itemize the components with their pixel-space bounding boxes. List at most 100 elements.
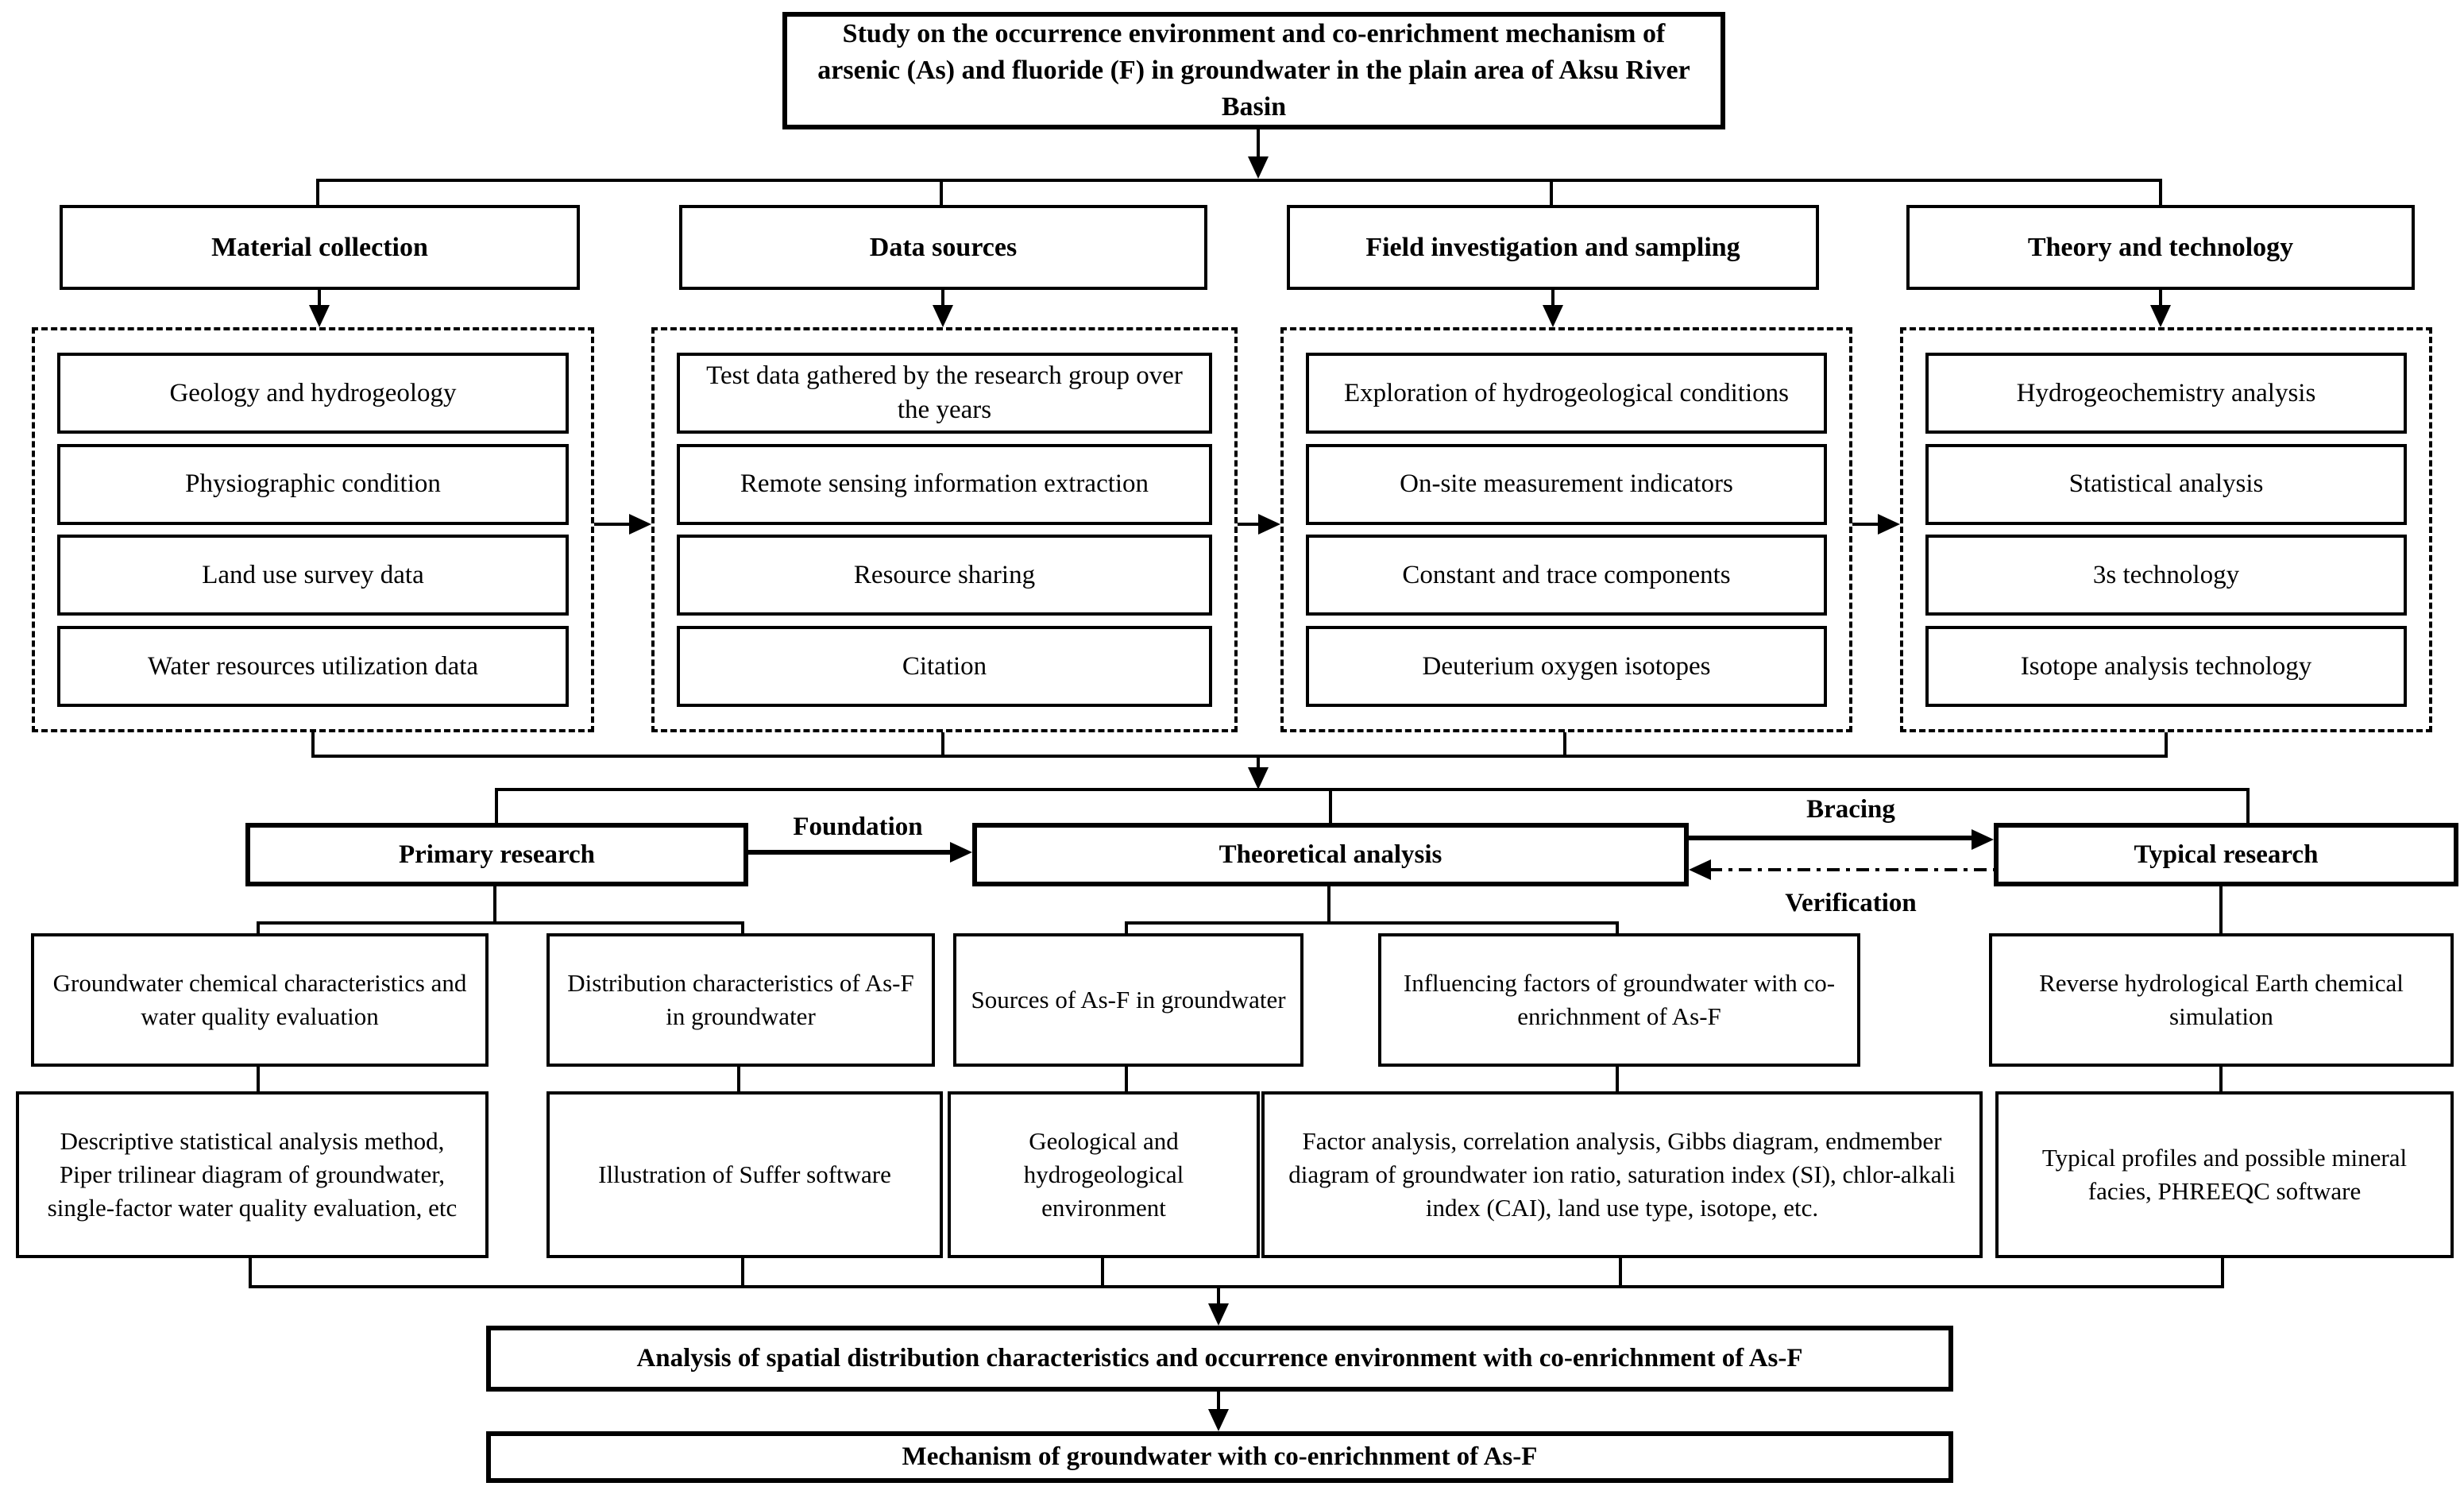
connector-theoretical-down [1327,886,1330,923]
connector-top-distribution-line [316,179,2162,182]
arrowhead-group3-group4 [1878,514,1900,535]
connector-group2-down [941,732,944,758]
connector-topic3-method3 [1125,1067,1128,1091]
connector-primary-down [493,886,496,923]
bracing-label: Bracing [1806,795,1895,824]
arrowhead-collector-down [1248,767,1269,790]
connector-collector-down [1257,758,1260,769]
arrowhead-header1-down [309,305,330,327]
connector-method5-down [2221,1258,2224,1288]
item-resource-sharing: Resource sharing [677,535,1212,616]
topic-sources-asf: Sources of As-F in groundwater [953,933,1303,1067]
arrowhead-analysis-down [1208,1303,1229,1326]
header-material-collection: Material collection [60,205,580,290]
group-field-investigation: Exploration of hydrogeological condition… [1280,327,1852,732]
arrowhead-foundation [950,842,972,863]
connector-stub-header-3 [1550,179,1553,205]
connector-primary-child2 [741,921,744,933]
connector-stub-header-2 [940,179,943,205]
connector-method4-down [1619,1258,1622,1288]
connector-verification-arrow [1709,868,1994,871]
connector-group3-down [1563,732,1566,758]
method-typical-profiles: Typical profiles and possible mineral fa… [1995,1091,2454,1258]
arrowhead-group2-group3 [1258,514,1280,535]
connector-topic1-method1 [257,1067,260,1091]
connector-group4-down [2165,732,2168,758]
connector-collector-line-lower [249,1285,2224,1288]
connector-theoretical-branch-bar [1125,921,1619,925]
arrowhead-header2-down [933,305,953,327]
connector-topic2-method2 [737,1067,740,1091]
header-field-investigation: Field investigation and sampling [1287,205,1819,290]
connector-header2-down [941,290,944,307]
connector-group1-down [311,732,315,758]
header-data-sources: Data sources [679,205,1207,290]
method-factor-analysis: Factor analysis, correlation analysis, G… [1261,1091,1983,1258]
arrowhead-bracing [1972,829,1994,850]
arrowhead-header3-down [1543,305,1563,327]
method-descriptive-statistical: Descriptive statistical analysis method,… [16,1091,489,1258]
item-geology-hydrogeology: Geology and hydrogeology [57,353,569,434]
item-statistical-analysis: Statistical analysis [1925,443,2407,525]
connector-typical-down [2219,886,2223,933]
item-test-data: Test data gathered by the research group… [677,353,1212,434]
connector-method1-down [249,1258,252,1288]
topic-groundwater-chemical: Groundwater chemical characteristics and… [31,933,489,1067]
connector-foundation-arrow [748,850,952,855]
connector-header3-down [1551,290,1554,307]
item-isotope-analysis: Isotope analysis technology [1925,625,2407,707]
item-land-use-survey: Land use survey data [57,535,569,616]
topic-reverse-hydrological: Reverse hydrological Earth chemical simu… [1989,933,2454,1067]
connector-method2-down [741,1258,744,1288]
connector-mid-distribution-line [495,788,2250,791]
typical-research-box: Typical research [1994,823,2458,886]
arrowhead-group1-group2 [629,514,651,535]
group-material-collection: Geology and hydrogeology Physiographic c… [32,327,594,732]
connector-theoretical-child1 [1125,921,1128,933]
connector-topic5-method5 [2219,1067,2223,1091]
method-geological-environment: Geological and hydrogeological environme… [948,1091,1260,1258]
item-hydrogeochemistry-analysis: Hydrogeochemistry analysis [1925,353,2407,434]
item-onsite-measurement: On-site measurement indicators [1306,443,1827,525]
connector-title-vline [1257,129,1260,157]
topic-distribution-characteristics: Distribution characteristics of As-F in … [546,933,935,1067]
connector-primary-child1 [257,921,260,933]
connector-primary-branch-bar [257,921,744,925]
title-box: Study on the occurrence environment and … [782,12,1725,129]
primary-research-box: Primary research [245,823,748,886]
connector-bracing-arrow [1689,836,1973,840]
verification-label: Verification [1785,889,1917,917]
theoretical-analysis-box: Theoretical analysis [972,823,1689,886]
topic-influencing-factors: Influencing factors of groundwater with … [1378,933,1860,1067]
connector-stub-primary [495,788,498,823]
connector-group1-group2 [594,523,631,526]
connector-header1-down [318,290,321,307]
arrowhead-mechanism-down [1208,1409,1229,1431]
connector-theoretical-child2 [1616,921,1619,933]
connector-analysis-down [1217,1285,1220,1305]
connector-group2-group3 [1238,523,1260,526]
item-water-resources-utilization: Water resources utilization data [57,625,569,707]
arrowhead-header4-down [2150,305,2171,327]
method-suffer-software: Illustration of Suffer software [546,1091,943,1258]
header-theory-technology: Theory and technology [1906,205,2415,290]
group-data-sources: Test data gathered by the research group… [651,327,1238,732]
connector-stub-header-1 [316,179,319,205]
connector-stub-theoretical [1329,788,1332,823]
arrowhead-title-down [1248,156,1269,179]
analysis-spatial-box: Analysis of spatial distribution charact… [486,1326,1953,1392]
connector-collector-line-upper [311,755,2168,758]
item-physiographic-condition: Physiographic condition [57,443,569,525]
connector-stub-header-4 [2159,179,2162,205]
item-remote-sensing: Remote sensing information extraction [677,443,1212,525]
foundation-label: Foundation [793,813,923,841]
item-citation: Citation [677,625,1212,707]
item-deuterium-oxygen: Deuterium oxygen isotopes [1306,625,1827,707]
item-3s-technology: 3s technology [1925,535,2407,616]
group-theory-technology: Hydrogeochemistry analysis Statistical a… [1900,327,2432,732]
item-constant-trace: Constant and trace components [1306,535,1827,616]
mechanism-box: Mechanism of groundwater with co-enrichn… [486,1431,1953,1483]
connector-stub-typical [2246,788,2250,823]
connector-topic4-method4 [1616,1067,1619,1091]
